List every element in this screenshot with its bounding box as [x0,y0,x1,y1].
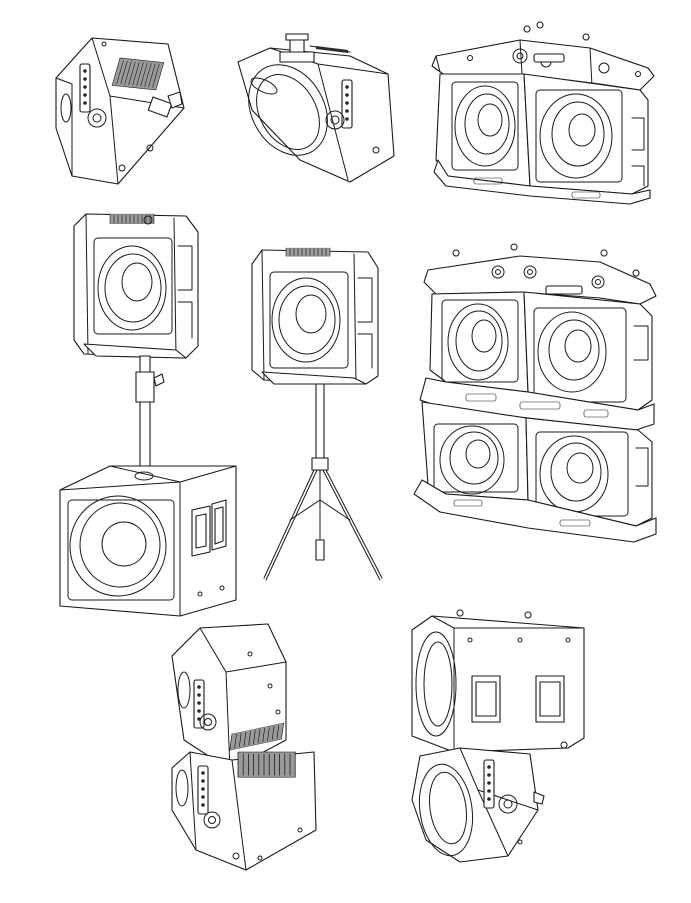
speaker-on-tripod-stand-icon [251,247,383,581]
speaker-vertical-stack-rear-icon [171,623,317,871]
speaker-flown-under-subwoofer-icon [411,609,585,863]
speaker-with-pole-mount-icon [237,33,395,183]
speaker-on-pole-over-subwoofer-icon [59,213,237,617]
speaker-two-by-two-array-icon [413,243,657,543]
speaker-pair-horizontal-array-icon [431,21,655,205]
speaker-top-rear-view-icon [55,37,185,185]
